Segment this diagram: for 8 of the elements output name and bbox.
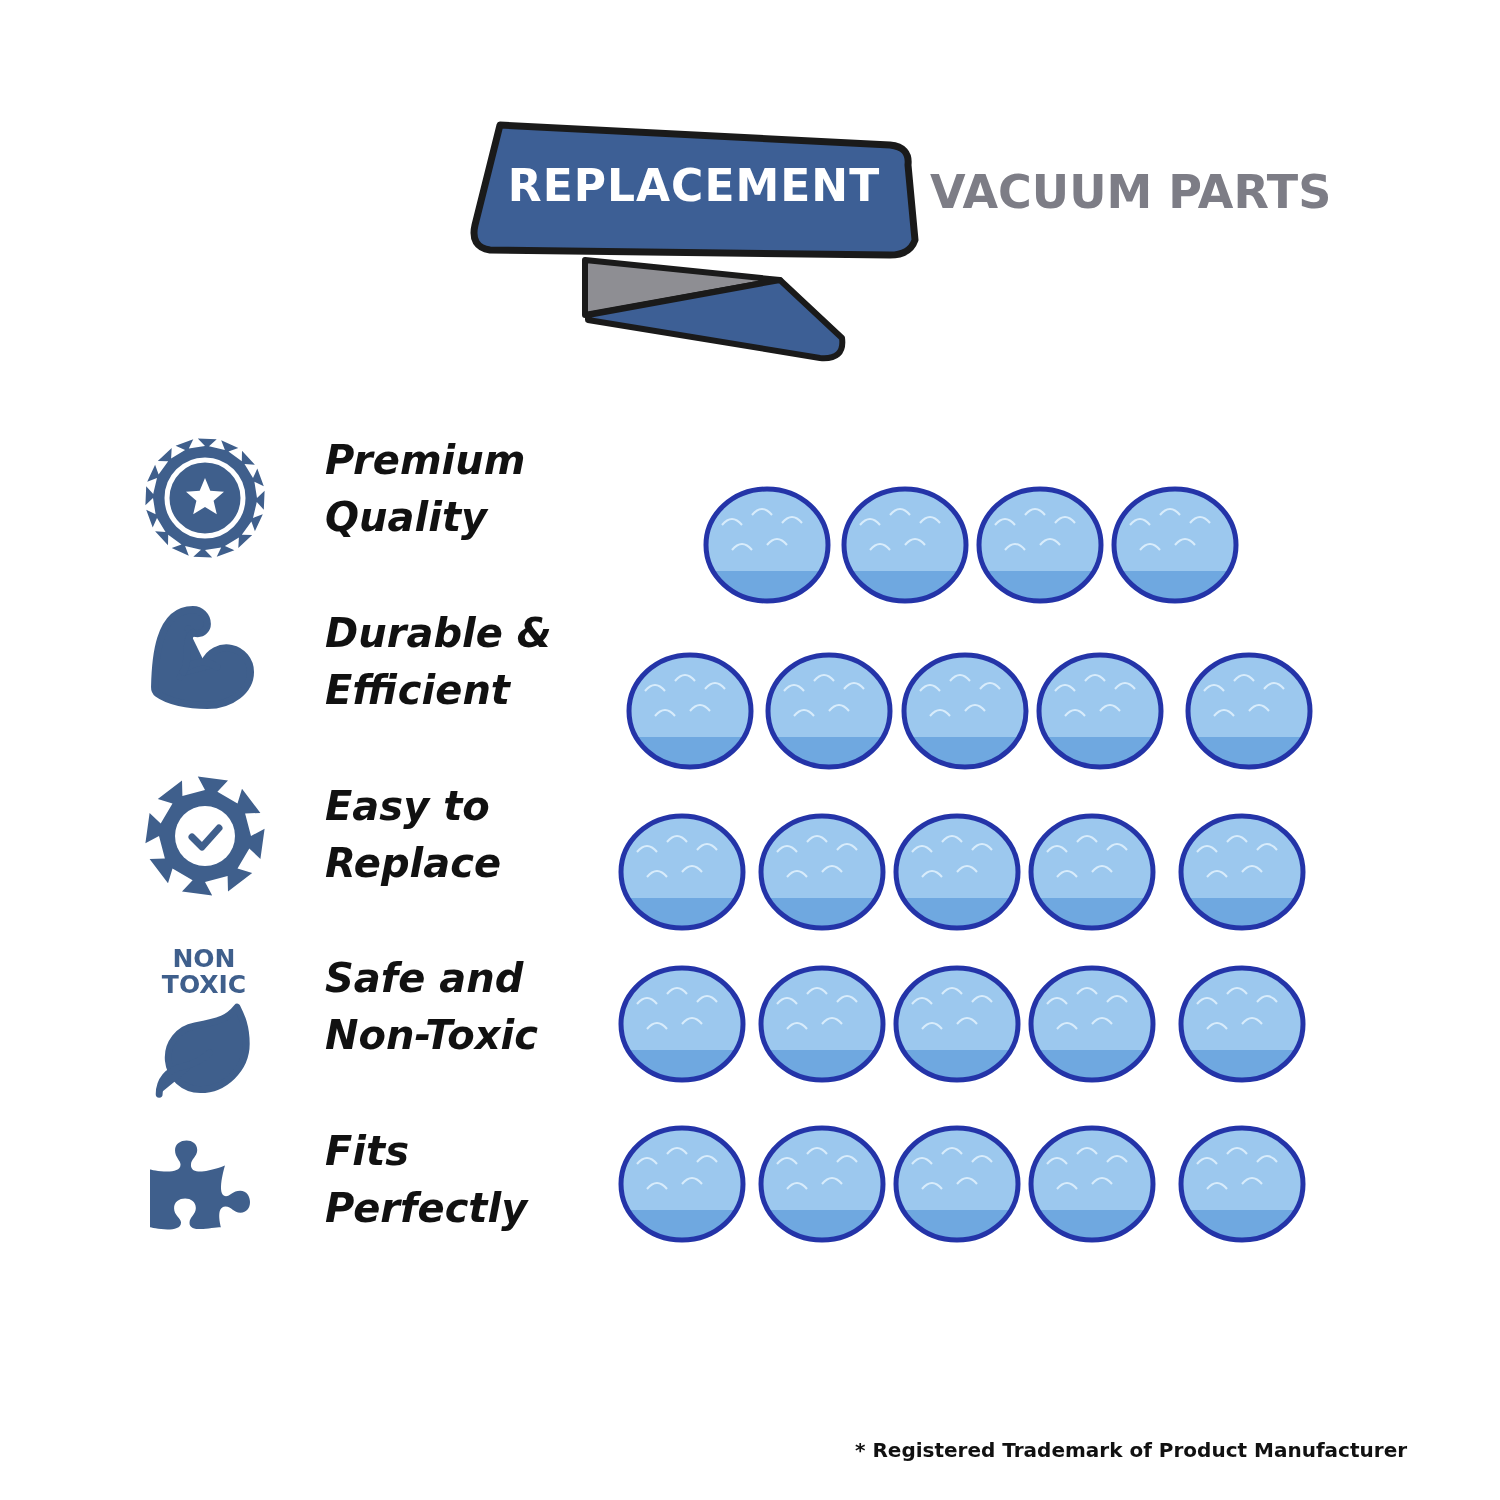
icon-text: NON TOXIC (160, 946, 248, 998)
feature-text: Safe and Non-Toxic (325, 954, 539, 1060)
subtitle-text: VACUUM PARTS (930, 165, 1332, 219)
footnote: * Registered Trademark of Product Manufacturer (855, 1438, 1408, 1462)
feature-text: Durable & Efficient (325, 609, 553, 715)
feature-text: Premium Quality (325, 436, 527, 542)
feature-text: Easy to Replace (325, 782, 503, 888)
feature-text: Fits Perfectly (325, 1127, 530, 1233)
